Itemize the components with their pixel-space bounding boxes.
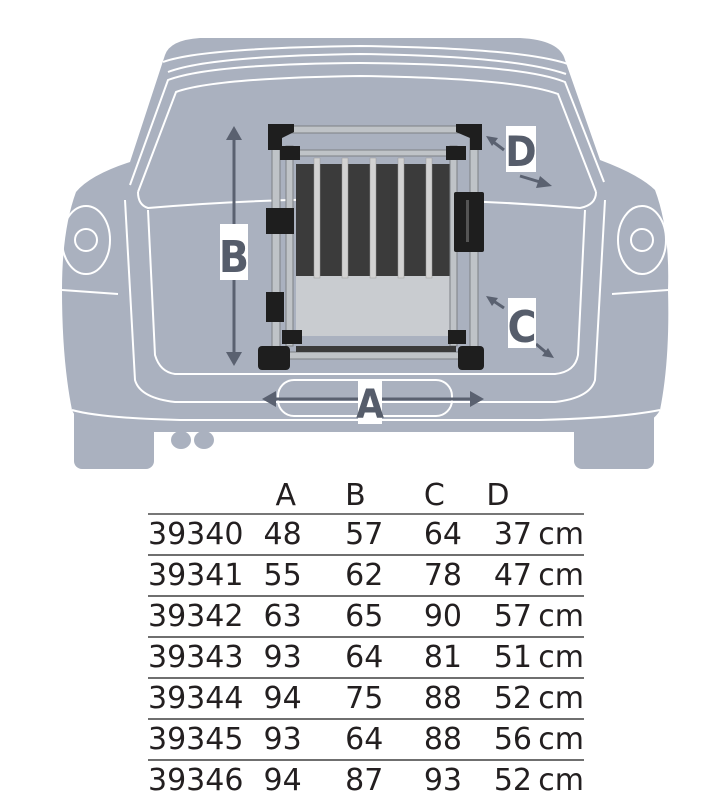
dimension-label-d: D: [505, 126, 537, 176]
svg-text:C: C: [507, 302, 536, 353]
cell-d-value: 51: [493, 640, 532, 675]
cell-unit: cm: [538, 517, 584, 552]
cell-b: 75: [339, 677, 416, 719]
dimension-label-a: A: [356, 380, 384, 428]
cell-a: 94: [263, 677, 340, 719]
dimension-label-b: B: [219, 224, 249, 283]
cell-a: 55: [263, 554, 340, 596]
cell-article: 39343: [148, 636, 264, 678]
cell-article: 39346: [148, 759, 264, 800]
table-header-row: A B C D: [148, 478, 584, 514]
svg-text:B: B: [219, 232, 249, 283]
header-a: A: [275, 478, 297, 513]
header-d: D: [486, 478, 584, 514]
cell-unit: cm: [538, 558, 584, 593]
cell-c: 93: [415, 759, 487, 800]
header-d-label: D: [486, 478, 510, 513]
cell-b: 57: [339, 513, 416, 555]
cell-c: 78: [415, 554, 487, 596]
cell-unit: cm: [538, 599, 584, 634]
cell-b: 65: [339, 595, 416, 637]
header-b: B: [345, 478, 366, 513]
cell-a: 63: [263, 595, 340, 637]
cell-d-value: 56: [493, 722, 532, 757]
header-article: [148, 478, 264, 514]
cell-b: 87: [339, 759, 416, 800]
cell-d-value: 57: [493, 599, 532, 634]
cell-c: 88: [415, 677, 487, 719]
dimension-label-c: C: [507, 298, 537, 353]
cell-b: 64: [339, 718, 416, 760]
cell-c: 90: [415, 595, 487, 637]
cell-c: 64: [415, 513, 487, 555]
cell-a: 93: [263, 636, 340, 678]
svg-text:A: A: [356, 382, 384, 428]
cell-d-value: 52: [493, 681, 532, 716]
cell-a: 94: [263, 759, 340, 800]
cell-d-value: 37: [493, 517, 532, 552]
cell-d-value: 52: [493, 763, 532, 798]
header-c: C: [423, 478, 445, 513]
cell-d-value: 47: [493, 558, 532, 593]
cell-unit: cm: [538, 640, 584, 675]
cell-a: 93: [263, 718, 340, 760]
cell-article: 39340: [148, 513, 264, 555]
cell-c: 81: [415, 636, 487, 678]
cell-unit: cm: [538, 681, 584, 716]
transport-crate: [258, 124, 484, 370]
svg-text:D: D: [505, 127, 536, 176]
cell-article: 39345: [148, 718, 264, 760]
cell-unit: cm: [538, 722, 584, 757]
cell-article: 39341: [148, 554, 264, 596]
cell-unit: cm: [538, 763, 584, 798]
cell-c: 88: [415, 718, 487, 760]
cell-article: 39344: [148, 677, 264, 719]
cell-b: 64: [339, 636, 416, 678]
cell-b: 62: [339, 554, 416, 596]
cell-a: 48: [263, 513, 340, 555]
car-crate-diagram: B A D C: [61, 38, 669, 469]
cell-article: 39342: [148, 595, 264, 637]
